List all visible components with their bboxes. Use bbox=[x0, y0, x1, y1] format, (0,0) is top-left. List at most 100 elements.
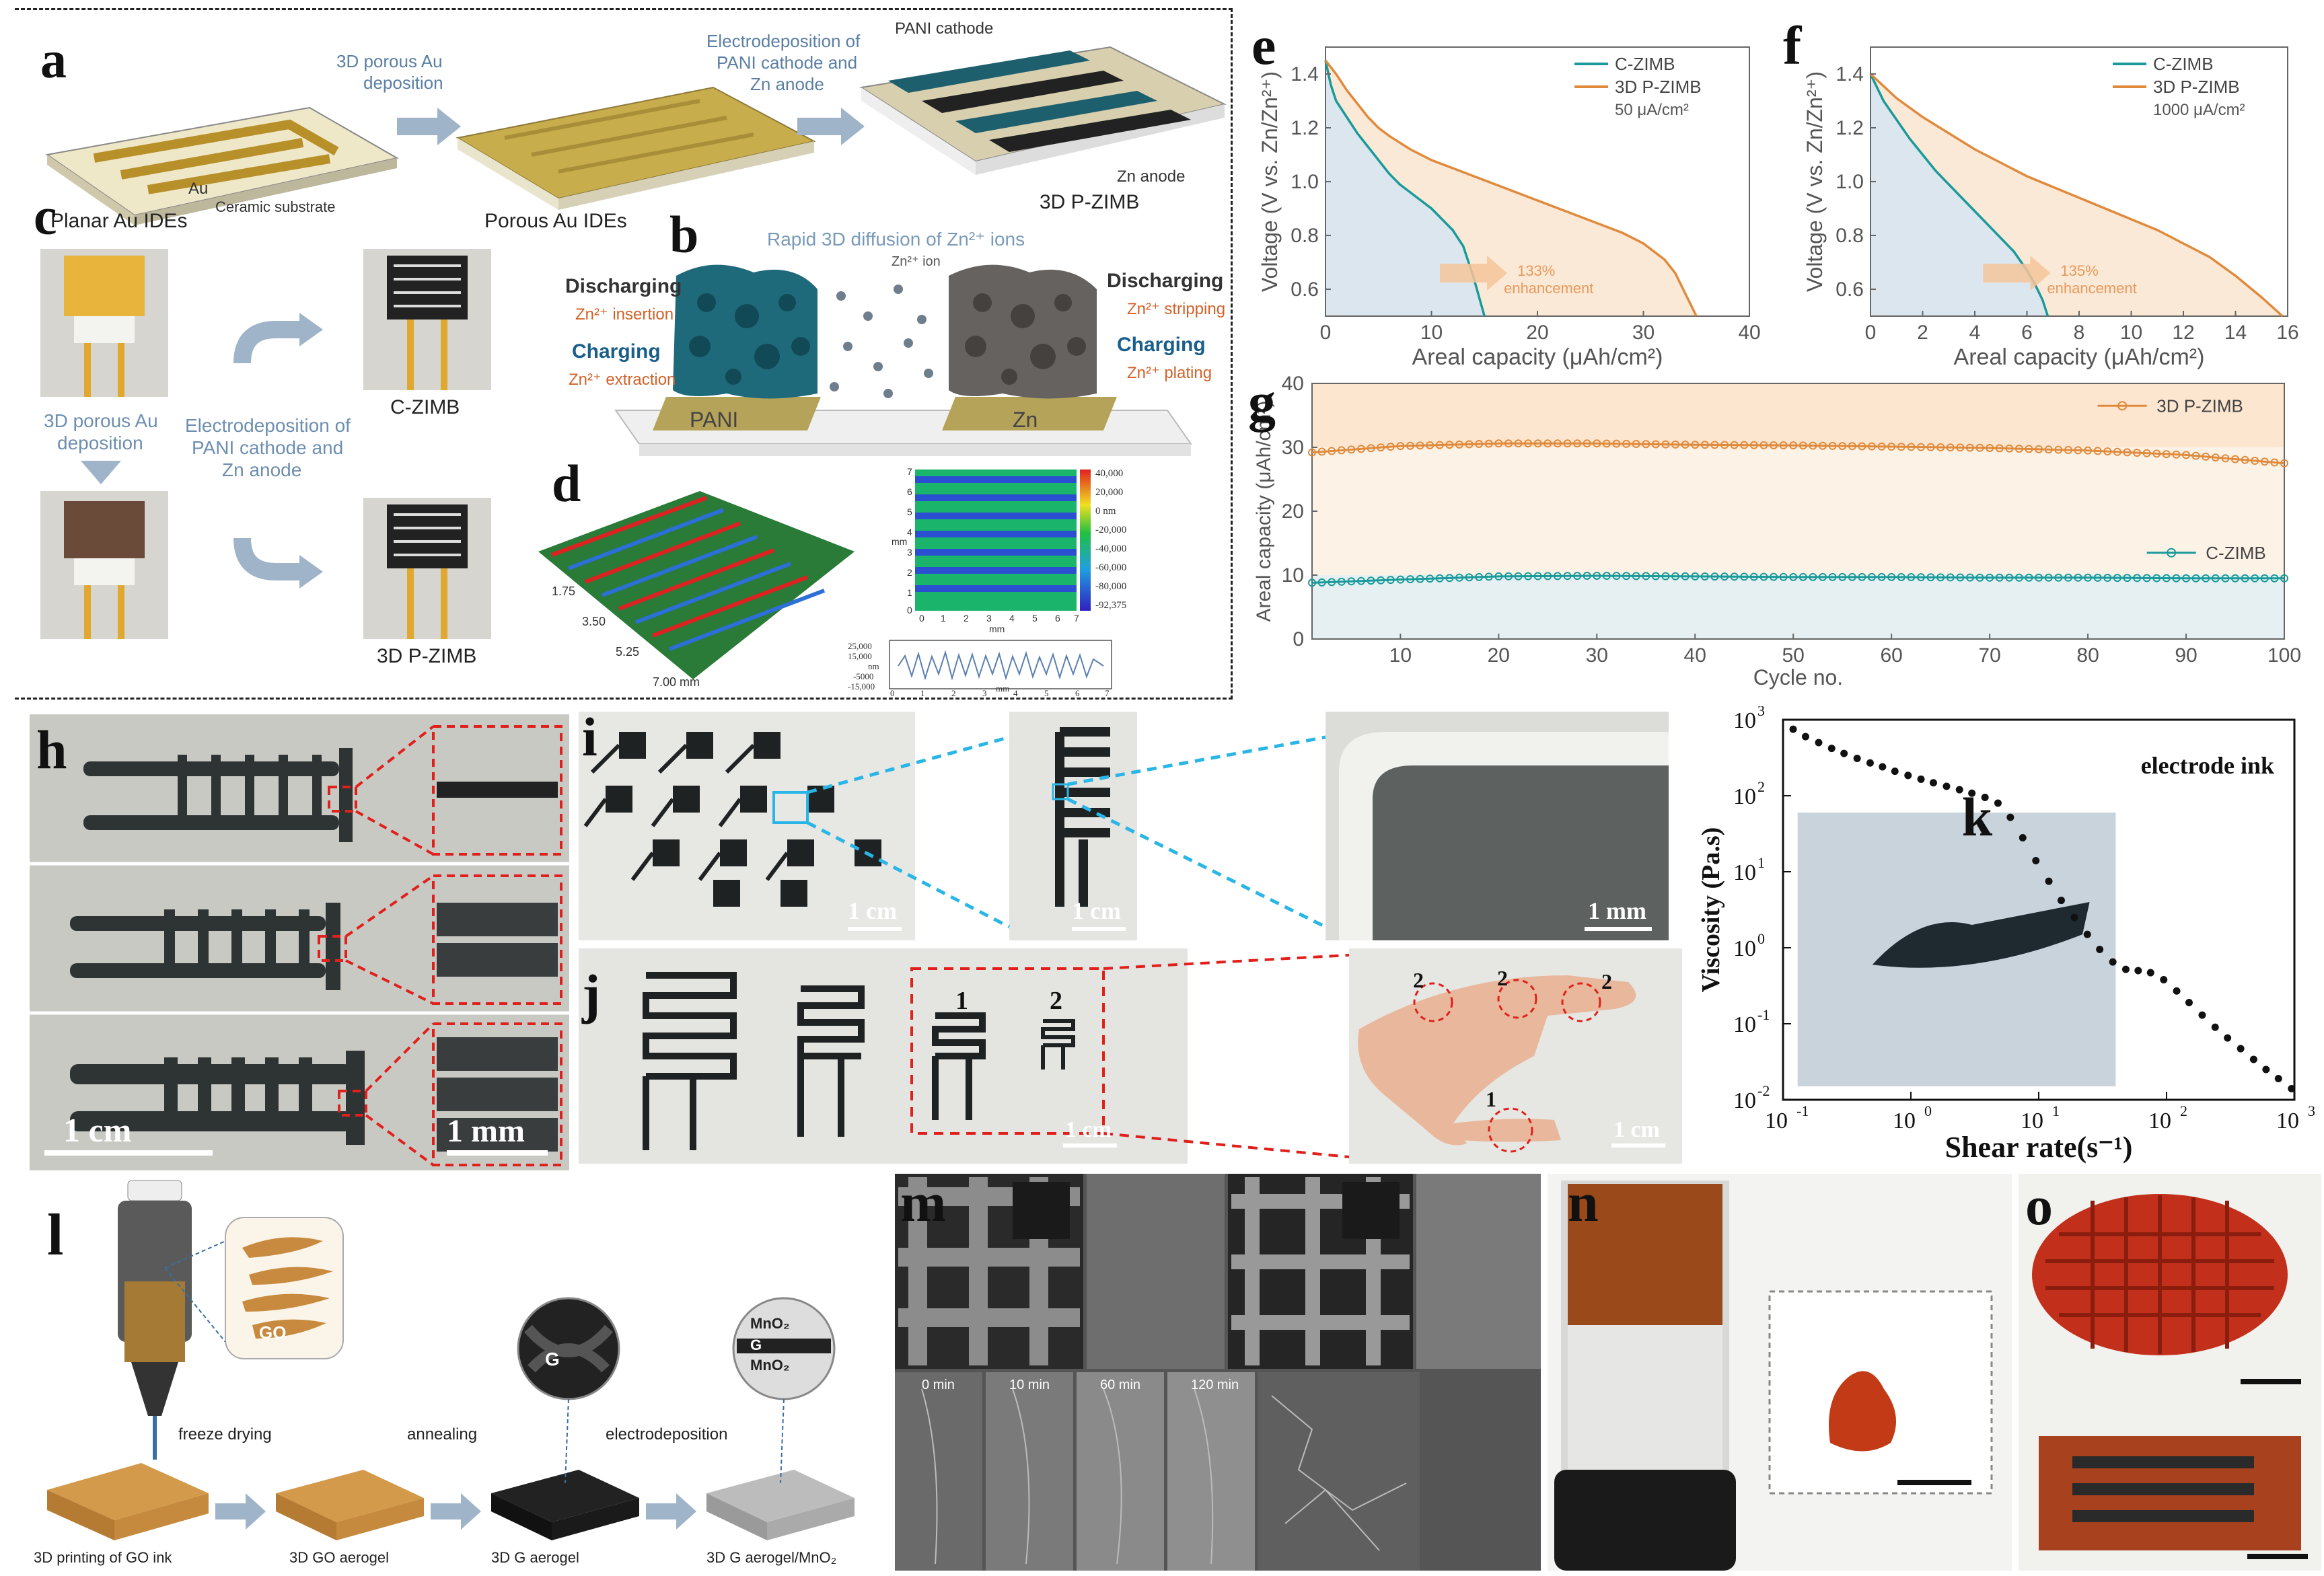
x-tick-label: 50 bbox=[1782, 644, 1805, 667]
data-point bbox=[1602, 572, 1611, 580]
data-point bbox=[1465, 440, 1474, 449]
y-tick-label: 20 bbox=[1282, 500, 1304, 523]
data-point bbox=[2202, 452, 2210, 461]
data-point bbox=[1730, 572, 1739, 581]
data-point bbox=[2054, 573, 2063, 582]
enhancement-label: enhancement bbox=[1504, 280, 1593, 297]
b-left-charging: Charging bbox=[572, 340, 661, 363]
svg-text:2: 2 bbox=[1413, 968, 1424, 992]
data-point bbox=[1770, 572, 1778, 581]
panel-g-letter: g bbox=[1248, 371, 1276, 433]
data-point bbox=[1995, 444, 2004, 453]
c-step1-line1: 3D porous Au bbox=[44, 410, 158, 431]
x-tick-label: 100 bbox=[2267, 644, 2301, 667]
data-point bbox=[1347, 577, 1356, 586]
data-point bbox=[1907, 573, 1916, 582]
data-point bbox=[1671, 572, 1680, 580]
data-point bbox=[1956, 443, 1965, 452]
data-point bbox=[1612, 572, 1621, 580]
x-tick-exponent: -1 bbox=[1796, 1102, 1809, 1119]
svg-text:4: 4 bbox=[1013, 688, 1018, 696]
data-point bbox=[1700, 572, 1709, 580]
data-point bbox=[1887, 572, 1896, 581]
data-point bbox=[1981, 794, 1989, 802]
panel-b-schematic: b Rapid 3D diffusion of Zn²⁺ ions Zn²⁺ i… bbox=[565, 205, 1225, 456]
series-line-3d-p-zimb bbox=[1324, 59, 1698, 317]
y-tick-label: 0.6 bbox=[1836, 278, 1864, 301]
j-scale2: 1 cm bbox=[1613, 1117, 1660, 1142]
data-point bbox=[2280, 459, 2288, 467]
data-point bbox=[1975, 443, 1984, 452]
x-tick-exponent: 0 bbox=[1924, 1102, 1932, 1119]
y-tick-label: 1.0 bbox=[1836, 171, 1864, 193]
data-point bbox=[1435, 441, 1444, 449]
data-point bbox=[1858, 572, 1866, 581]
data-point bbox=[2198, 1011, 2206, 1019]
data-point bbox=[2185, 999, 2193, 1007]
data-point bbox=[1642, 572, 1650, 580]
data-point bbox=[2224, 1034, 2232, 1042]
panel-l-schematic: l GO G MnO₂ G MnO₂ bbox=[34, 1180, 855, 1566]
arrow2-line1: Electrodeposition of bbox=[706, 31, 861, 51]
x-tick-label: 40 bbox=[1738, 322, 1760, 344]
data-point bbox=[2270, 458, 2279, 467]
data-point bbox=[1406, 441, 1414, 450]
j-scale1: 1 cm bbox=[1065, 1117, 1112, 1142]
data-point bbox=[2182, 574, 2191, 583]
svg-text:120 min: 120 min bbox=[1191, 1378, 1239, 1392]
b-left-insertion: Zn²⁺ insertion bbox=[575, 305, 674, 324]
svg-text:10 min: 10 min bbox=[1009, 1378, 1050, 1392]
c-step2-line1: Electrodeposition of bbox=[185, 415, 351, 436]
data-point bbox=[1455, 573, 1463, 582]
svg-text:2: 2 bbox=[1601, 969, 1612, 993]
enhancement-arrow bbox=[1440, 256, 1508, 291]
data-point bbox=[1929, 779, 1937, 787]
panel-d-topography: d 1.75 3.50 5.25 7.00 mm 7 6 5 4 3 2 1 0… bbox=[538, 464, 1126, 696]
data-point bbox=[1622, 572, 1631, 580]
data-point bbox=[1317, 578, 1326, 587]
data-point bbox=[1337, 446, 1346, 455]
y-tick-label: 30 bbox=[1282, 437, 1304, 459]
y-tick-exponent: 2 bbox=[1757, 778, 1765, 795]
data-point bbox=[2064, 445, 2072, 454]
l-cube-2 bbox=[276, 1470, 424, 1540]
b-ion-label: Zn²⁺ ion bbox=[892, 254, 941, 269]
l-mno2-bottom: MnO₂ bbox=[750, 1357, 790, 1374]
data-point bbox=[2084, 573, 2093, 582]
data-point bbox=[1377, 443, 1385, 452]
data-point bbox=[2083, 930, 2091, 938]
data-point bbox=[1828, 441, 1837, 450]
svg-text:25,000: 25,000 bbox=[848, 641, 872, 651]
data-point bbox=[2093, 447, 2102, 455]
data-point bbox=[2044, 573, 2053, 582]
data-point bbox=[1602, 439, 1611, 448]
data-point bbox=[1779, 441, 1788, 450]
data-point bbox=[1818, 441, 1827, 450]
data-point bbox=[1828, 572, 1837, 581]
i-scale2: 1 cm bbox=[1072, 897, 1121, 924]
data-point bbox=[1524, 439, 1533, 448]
b-title: Rapid 3D diffusion of Zn²⁺ ions bbox=[767, 229, 1025, 250]
data-point bbox=[1936, 443, 1945, 451]
y-tick-label: 1.0 bbox=[1291, 171, 1319, 193]
d-axis-tick: 3.50 bbox=[582, 615, 606, 628]
x-tick-label: 80 bbox=[2076, 644, 2099, 667]
data-point bbox=[1877, 442, 1886, 451]
data-point bbox=[1867, 572, 1876, 581]
svg-text:2: 2 bbox=[907, 567, 912, 578]
data-point bbox=[1789, 572, 1798, 581]
legend-label: C-ZIMB bbox=[1615, 54, 1675, 74]
svg-text:0: 0 bbox=[919, 613, 924, 624]
x-tick-label: 20 bbox=[1488, 644, 1510, 667]
data-point bbox=[2070, 913, 2078, 922]
data-point bbox=[1553, 439, 1562, 448]
panel-h-letter: h bbox=[36, 719, 67, 780]
data-point bbox=[1770, 441, 1778, 449]
x-axis-label: Cycle no. bbox=[1753, 665, 1843, 689]
svg-text:0: 0 bbox=[890, 688, 895, 696]
data-point bbox=[1897, 443, 1905, 451]
svg-text:3: 3 bbox=[982, 688, 987, 696]
data-point bbox=[1593, 571, 1601, 580]
